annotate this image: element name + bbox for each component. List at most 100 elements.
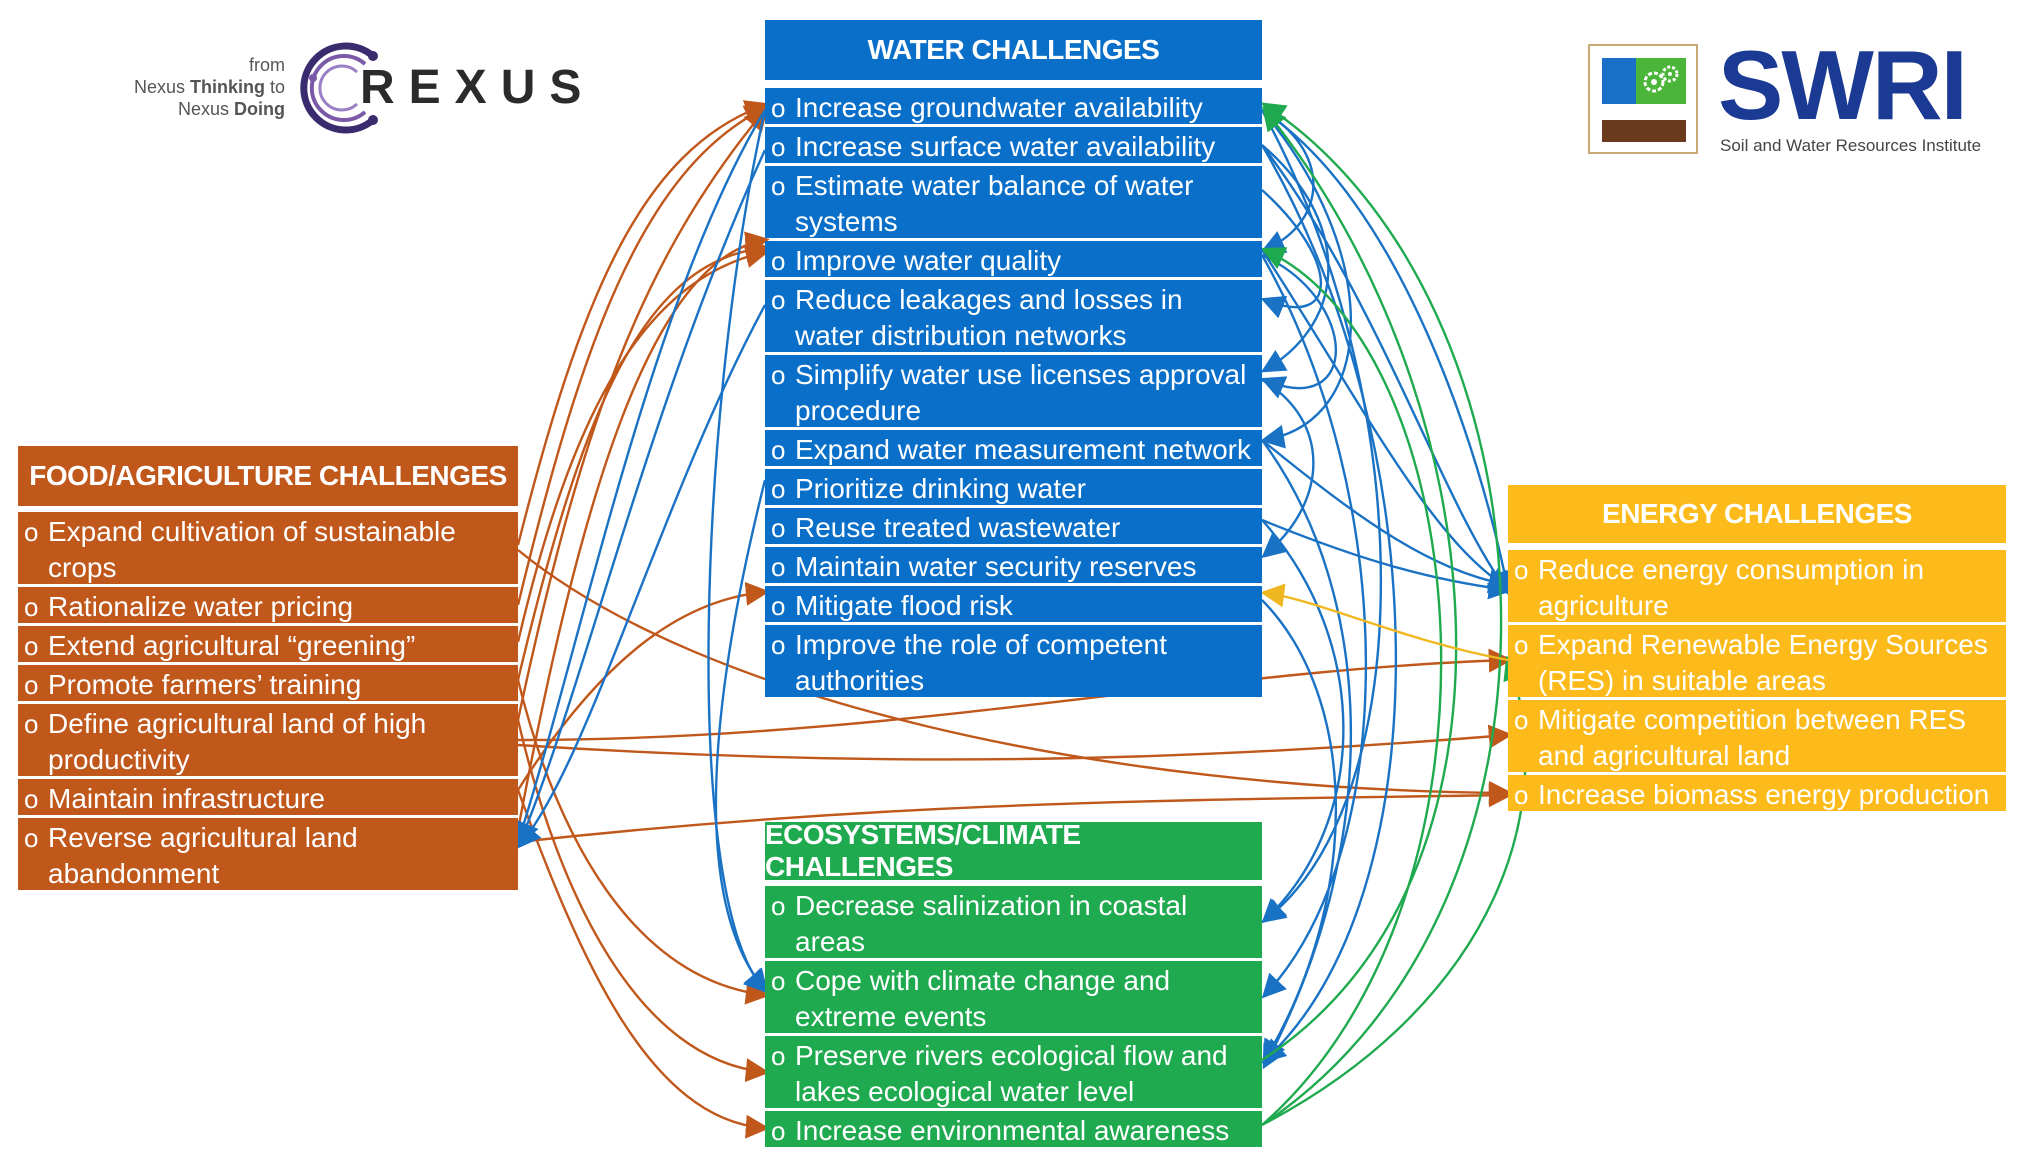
water-item-label: Expand water measurement network [795, 434, 1251, 465]
water-item: Reuse treated wastewater [765, 508, 1262, 546]
eco-item: Increase environmental awareness [765, 1111, 1262, 1149]
water-item-label: Mitigate flood risk [795, 590, 1013, 621]
water-item-label: Improve the role of competent authoritie… [795, 629, 1167, 696]
eco-challenges-header: ECOSYSTEMS/CLIMATE CHALLENGES [765, 819, 1262, 882]
food-item-label: Extend agricultural “greening” [48, 630, 416, 661]
food-item-label: Maintain infrastructure [48, 783, 326, 814]
energy-item: Increase biomass energy production [1508, 775, 2006, 813]
eco-item-label: Cope with climate change and extreme eve… [795, 965, 1171, 1032]
food-challenges-header: FOOD/AGRICULTURE CHALLENGES [18, 446, 518, 506]
water-item: Increase surface water availability [765, 127, 1262, 165]
rexus-logo: from Nexus Thinking to Nexus Doing REXUS [120, 38, 581, 138]
water-item-label: Reuse treated wastewater [795, 512, 1121, 543]
food-challenges-title: FOOD/AGRICULTURE CHALLENGES [29, 460, 507, 491]
link-water-food [516, 304, 767, 849]
energy-challenges-header: ENERGY CHALLENGES [1508, 485, 2006, 543]
food-item: Reverse agricultural land abandonment [18, 818, 518, 890]
link-food-water [516, 106, 769, 721]
link-water-energy [1261, 144, 1511, 596]
link-water-eco [707, 109, 769, 994]
energy-item-label: Mitigate competition between RES and agr… [1538, 704, 1966, 771]
food-item: Rationalize water pricing [18, 587, 518, 625]
link-water-food [516, 149, 767, 847]
food-item-label: Define agricultural land of high product… [48, 708, 427, 775]
eco-item-label: Increase environmental awareness [795, 1115, 1230, 1146]
link-food-energy [517, 648, 1513, 742]
link-eco-water [1260, 247, 1443, 1126]
link-water-eco [1260, 144, 1397, 1064]
water-item: Reduce leakages and losses in water dist… [765, 280, 1262, 352]
food-item: Maintain infrastructure [18, 779, 518, 817]
food-item-label: Promote farmers’ training [48, 669, 362, 700]
swri-wordmark: SWRI [1718, 30, 1968, 140]
link-water-eco [714, 479, 769, 994]
rexus-tagline-from: from [249, 55, 285, 75]
eco-item-label: Decrease salinization in coastal areas [795, 890, 1188, 957]
energy-challenges-title: ENERGY CHALLENGES [1602, 498, 1912, 529]
water-item-label: Improve water quality [795, 245, 1062, 276]
link-water-energy [1260, 249, 1513, 591]
eco-item: Decrease salinization in coastal areas [765, 886, 1262, 958]
water-challenges-header: WATER CHALLENGES [765, 20, 1262, 80]
link-food-energy [517, 724, 1513, 761]
link-eco-water [1260, 102, 1503, 1126]
swri-subtitle: Soil and Water Resources Institute [1720, 136, 1982, 155]
water-item-label: Reduce leakages and losses in water dist… [795, 284, 1183, 351]
eco-item: Cope with climate change and extreme eve… [765, 961, 1262, 1033]
rexus-wordmark: REXUS [360, 61, 596, 114]
water-item: Improve the role of competent authoritie… [765, 625, 1262, 697]
link-energy-water [1260, 583, 1509, 662]
link-food-eco [516, 789, 770, 1139]
water-item-label: Simplify water use licenses approval pro… [795, 359, 1247, 426]
water-item: Prioritize drinking water [765, 469, 1262, 507]
link-water-eco [1261, 599, 1337, 1065]
eco-item-label: Preserve rivers ecological flow and lake… [795, 1040, 1228, 1107]
food-item: Define agricultural land of high product… [18, 704, 518, 776]
eco-challenges-title: ECOSYSTEMS/CLIMATE CHALLENGES [765, 819, 1081, 882]
water-item: Improve water quality [765, 241, 1262, 279]
link-water-self [1260, 253, 1337, 399]
energy-item: Mitigate competition between RES and agr… [1508, 700, 2006, 772]
link-water-eco [1261, 519, 1345, 924]
water-item: Estimate water balance of water systems [765, 166, 1262, 238]
link-food-energy [517, 549, 1513, 805]
rexus-tagline: from Nexus Thinking to Nexus Doing [120, 54, 285, 120]
energy-item-label: Expand Renewable Energy Sources (RES) in… [1538, 629, 1988, 696]
eco-item: Preserve rivers ecological flow and lake… [765, 1036, 1262, 1108]
link-water-energy [1261, 108, 1516, 595]
water-item-label: Estimate water balance of water systems [795, 170, 1194, 237]
food-item-label: Reverse agricultural land abandonment [48, 822, 358, 889]
link-water-eco [1260, 254, 1367, 999]
water-item-label: Maintain water security reserves [795, 551, 1197, 582]
rexus-tagline-bold2: Doing [234, 99, 285, 119]
link-food-water [516, 581, 770, 791]
link-water-eco [1260, 109, 1382, 923]
rexus-tagline-prefix1: Nexus [133, 77, 190, 97]
water-item: Simplify water use licenses approval pro… [765, 355, 1262, 427]
water-item-label: Prioritize drinking water [795, 473, 1086, 504]
link-eco-water [1261, 106, 1458, 1062]
swri-logo: SWRI Soil and Water Resources Institute [1588, 36, 1988, 160]
link-water-energy [1261, 439, 1513, 594]
water-item-label: Increase groundwater availability [795, 92, 1203, 123]
link-food-water [516, 100, 770, 546]
energy-item-label: Reduce energy consumption in agriculture [1538, 554, 1925, 621]
energy-item: Reduce energy consumption in agriculture [1508, 550, 2006, 622]
water-item: Mitigate flood risk [765, 586, 1262, 624]
rexus-tagline-prefix2: Nexus [177, 99, 234, 119]
swri-emblem [1588, 44, 1698, 154]
food-item-label: Rationalize water pricing [48, 591, 354, 622]
rexus-circle-icon [300, 42, 378, 134]
water-item: Increase groundwater availability [765, 88, 1262, 126]
link-food-eco [516, 719, 770, 1083]
water-item-label: Increase surface water availability [795, 131, 1216, 162]
rexus-tagline-bold1: Thinking [189, 77, 265, 97]
food-item: Promote farmers’ training [18, 665, 518, 703]
water-item: Expand water measurement network [765, 430, 1262, 468]
energy-item: Expand Renewable Energy Sources (RES) in… [1508, 625, 2006, 697]
rexus-tagline-suffix1: to [264, 77, 285, 97]
energy-item-label: Increase biomass energy production [1538, 779, 1990, 810]
food-item: Expand cultivation of sustainable crops [18, 512, 518, 584]
water-item: Maintain water security reserves [765, 547, 1262, 585]
